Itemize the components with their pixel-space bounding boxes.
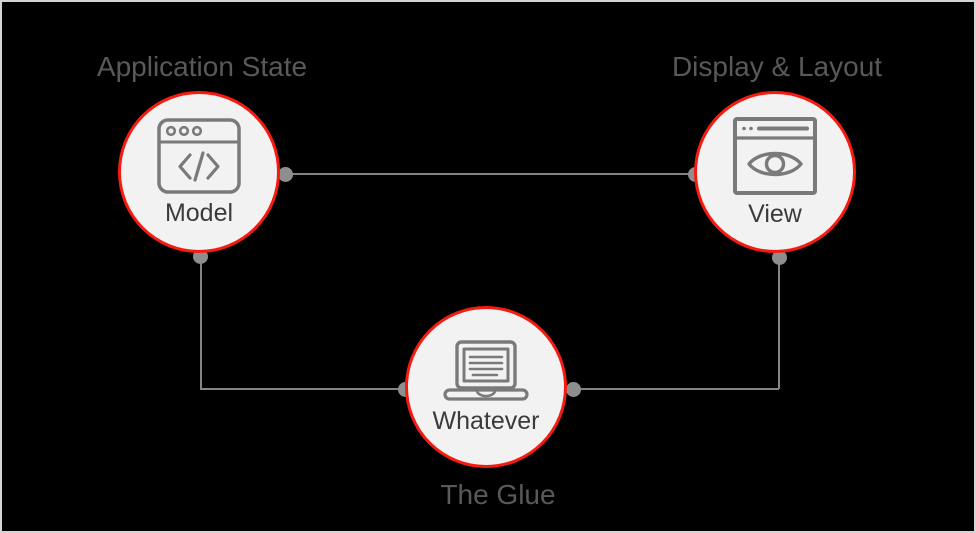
connector-model-whatever-horizontal xyxy=(200,388,406,390)
node-label-display-layout: Display & Layout xyxy=(671,51,883,82)
node-whatever: Whatever xyxy=(405,306,567,468)
code-window-icon xyxy=(157,117,241,194)
connection-dot xyxy=(566,382,581,397)
laptop-icon xyxy=(443,339,529,401)
connection-dot xyxy=(772,250,787,265)
node-view: View xyxy=(694,91,856,253)
node-model: Model xyxy=(118,91,280,253)
connector-view-whatever-horizontal xyxy=(573,388,779,390)
connector-model-view xyxy=(285,173,696,175)
node-label-the-glue: The Glue xyxy=(440,479,556,510)
eye-window-icon xyxy=(733,116,817,195)
node-title-model: Model xyxy=(164,198,234,227)
node-title-view: View xyxy=(748,199,802,228)
node-label-application-state: Application State xyxy=(96,51,308,82)
connector-view-whatever-vertical xyxy=(778,257,780,389)
connector-model-whatever-vertical xyxy=(200,257,202,389)
node-title-whatever: Whatever xyxy=(432,406,540,435)
connection-dot xyxy=(278,167,293,182)
